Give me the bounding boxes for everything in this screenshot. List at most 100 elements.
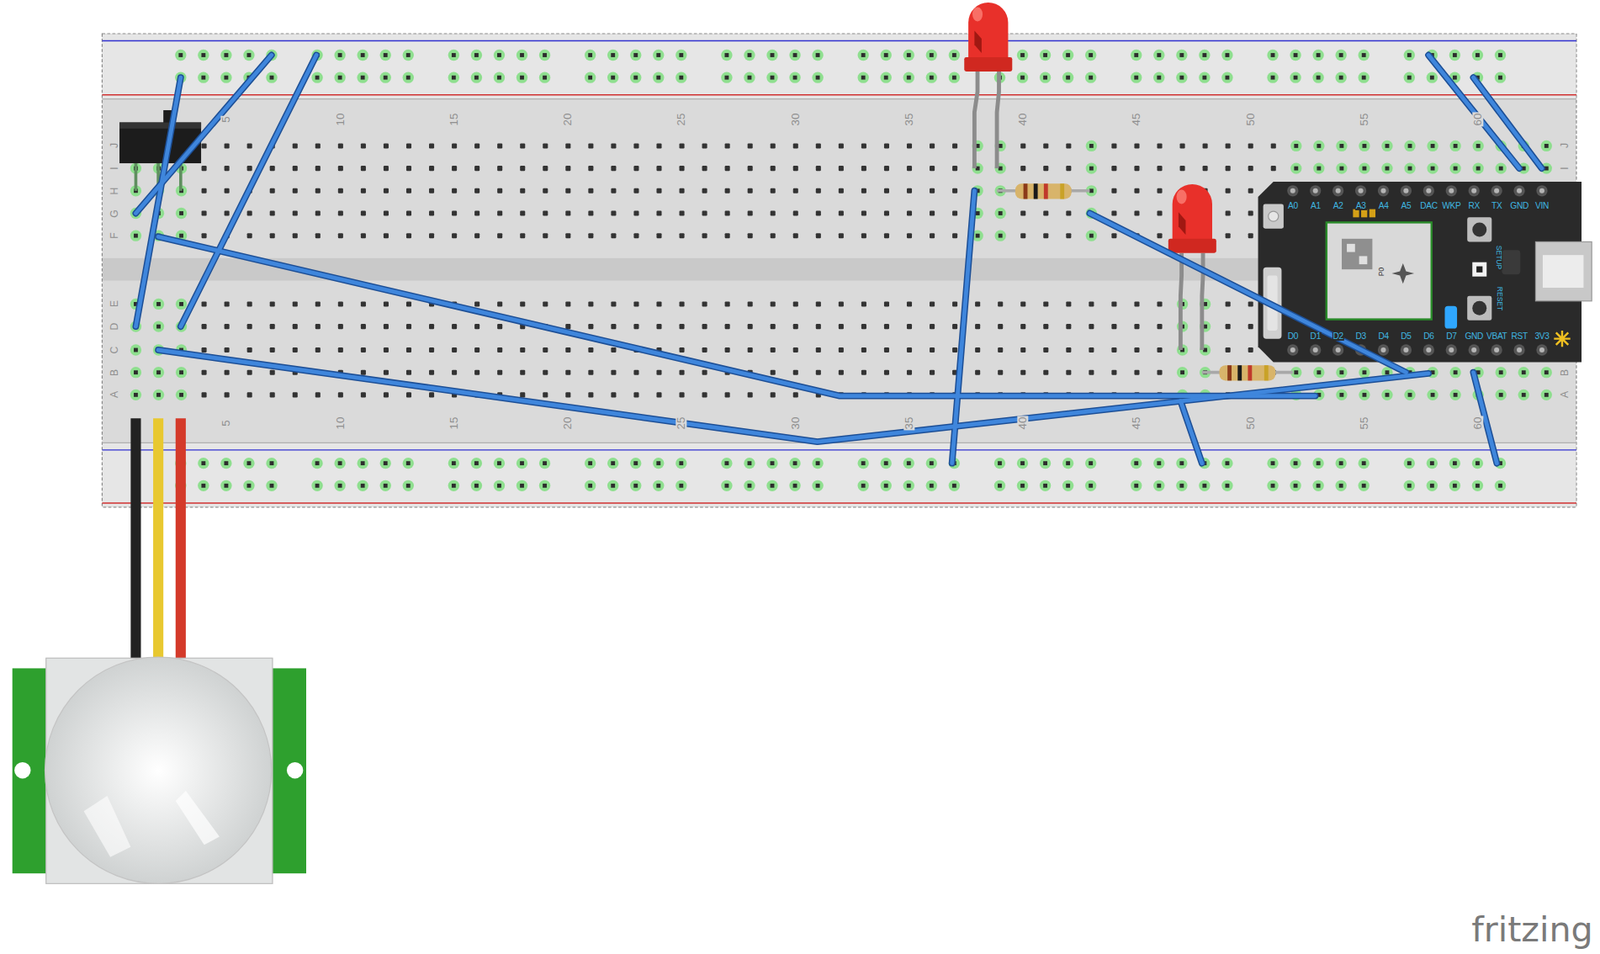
breadboard-hole: [156, 370, 161, 375]
breadboard-hole: [1499, 370, 1504, 375]
hole-highlight: [1426, 389, 1438, 401]
breadboard-hole: [429, 347, 435, 353]
breadboard-hole: [542, 143, 548, 149]
breadboard-hole: [429, 370, 435, 376]
hole-highlight: [1039, 72, 1051, 84]
hole-highlight: [607, 480, 619, 492]
breadboard-hole: [1362, 143, 1367, 149]
breadboard-hole: [406, 143, 412, 149]
column-number: 40: [1017, 112, 1028, 128]
hole-highlight: [584, 72, 596, 84]
breadboard-hole: [451, 75, 456, 80]
breadboard-hole: [201, 233, 207, 239]
header-pin: [1446, 185, 1457, 197]
breadboard-hole: [201, 460, 206, 466]
breadboard-hole: [770, 165, 776, 171]
pin-label: VIN: [1534, 201, 1550, 211]
hole-highlight: [311, 457, 323, 469]
hole-highlight: [1518, 366, 1530, 378]
hole-highlight: [1086, 229, 1097, 241]
breadboard-hole: [1111, 143, 1117, 149]
breadboard-hole: [1088, 52, 1093, 58]
hole-highlight: [1495, 366, 1507, 378]
breadboard-hole: [383, 210, 389, 216]
breadboard-hole: [179, 392, 184, 398]
pin-label: A4: [1377, 201, 1390, 211]
breadboard-hole: [656, 301, 662, 307]
hole-highlight: [1039, 49, 1051, 61]
breadboard-hole: [1476, 166, 1481, 171]
hole-highlight: [743, 480, 755, 492]
breadboard-hole: [223, 75, 228, 80]
breadboard-hole: [1020, 210, 1026, 216]
hole-highlight: [493, 49, 505, 61]
breadboard-hole: [542, 210, 548, 216]
breadboard-hole: [679, 347, 685, 353]
breadboard-hole: [1089, 233, 1094, 239]
header-pin-hole: [1358, 188, 1364, 194]
breadboard-hole: [201, 323, 207, 329]
hole-highlight: [880, 480, 892, 492]
breadboard-hole: [1293, 460, 1299, 466]
hole-highlight: [948, 72, 960, 84]
resistor-1: [996, 183, 1090, 199]
breadboard-hole: [224, 210, 230, 216]
breadboard-hole: [1156, 52, 1161, 58]
breadboard-hole: [725, 188, 731, 194]
hole-highlight: [811, 72, 823, 84]
breadboard-hole: [338, 165, 344, 171]
hole-highlight: [1518, 389, 1530, 401]
hole-highlight: [1358, 162, 1370, 174]
hole-highlight: [720, 72, 732, 84]
hole-highlight: [130, 389, 142, 401]
hole-highlight: [174, 49, 186, 61]
breadboard-hole: [815, 233, 822, 239]
hole-highlight: [789, 480, 800, 492]
breadboard-hole: [656, 233, 662, 239]
breadboard-hole: [1385, 370, 1390, 375]
breadboard-hole: [565, 323, 571, 329]
breadboard-hole: [1111, 165, 1117, 171]
breadboard-hole: [406, 347, 412, 353]
header-pin-hole: [1425, 188, 1431, 194]
breadboard-hole: [679, 233, 685, 239]
breadboard-hole: [633, 52, 638, 58]
breadboard-hole: [702, 323, 708, 329]
breadboard-hole: [1293, 166, 1299, 171]
breadboard-hole: [565, 188, 571, 194]
hole-highlight: [1290, 162, 1302, 174]
breadboard-hole: [315, 75, 320, 80]
breadboard-hole: [747, 483, 753, 488]
breadboard-hole: [974, 301, 981, 307]
breadboard-hole: [679, 210, 685, 216]
breadboard-hole: [1521, 370, 1526, 375]
breadboard-hole: [702, 210, 708, 216]
breadboard-hole: [315, 143, 321, 149]
breadboard-hole: [451, 188, 457, 194]
breadboard-holes: [130, 49, 1553, 492]
breadboard-hole: [1430, 483, 1435, 488]
breadboard-hole: [1271, 52, 1276, 58]
hole-highlight: [652, 480, 664, 492]
column-number: 55: [1358, 416, 1370, 431]
hole-highlight: [402, 72, 414, 84]
hole-highlight: [265, 72, 277, 84]
breadboard-hole: [610, 301, 616, 307]
breadboard-hole: [815, 143, 822, 149]
breadboard-hole: [906, 370, 912, 376]
breadboard-hole: [383, 301, 389, 307]
breadboard-hole: [1065, 460, 1071, 466]
breadboard-hole: [1248, 210, 1254, 216]
breadboard-hole: [1043, 347, 1049, 353]
hole-highlight: [1062, 457, 1074, 469]
hole-highlight: [1221, 49, 1233, 61]
breadboard-hole: [542, 301, 548, 307]
hole-highlight: [789, 49, 800, 61]
breadboard-hole: [1043, 301, 1049, 307]
breadboard-hole: [1043, 210, 1049, 216]
breadboard-hole: [1065, 347, 1071, 353]
breadboard-hole: [383, 75, 388, 80]
breadboard-hole: [1339, 75, 1344, 80]
breadboard-hole: [474, 210, 480, 216]
hole-highlight: [243, 49, 255, 61]
